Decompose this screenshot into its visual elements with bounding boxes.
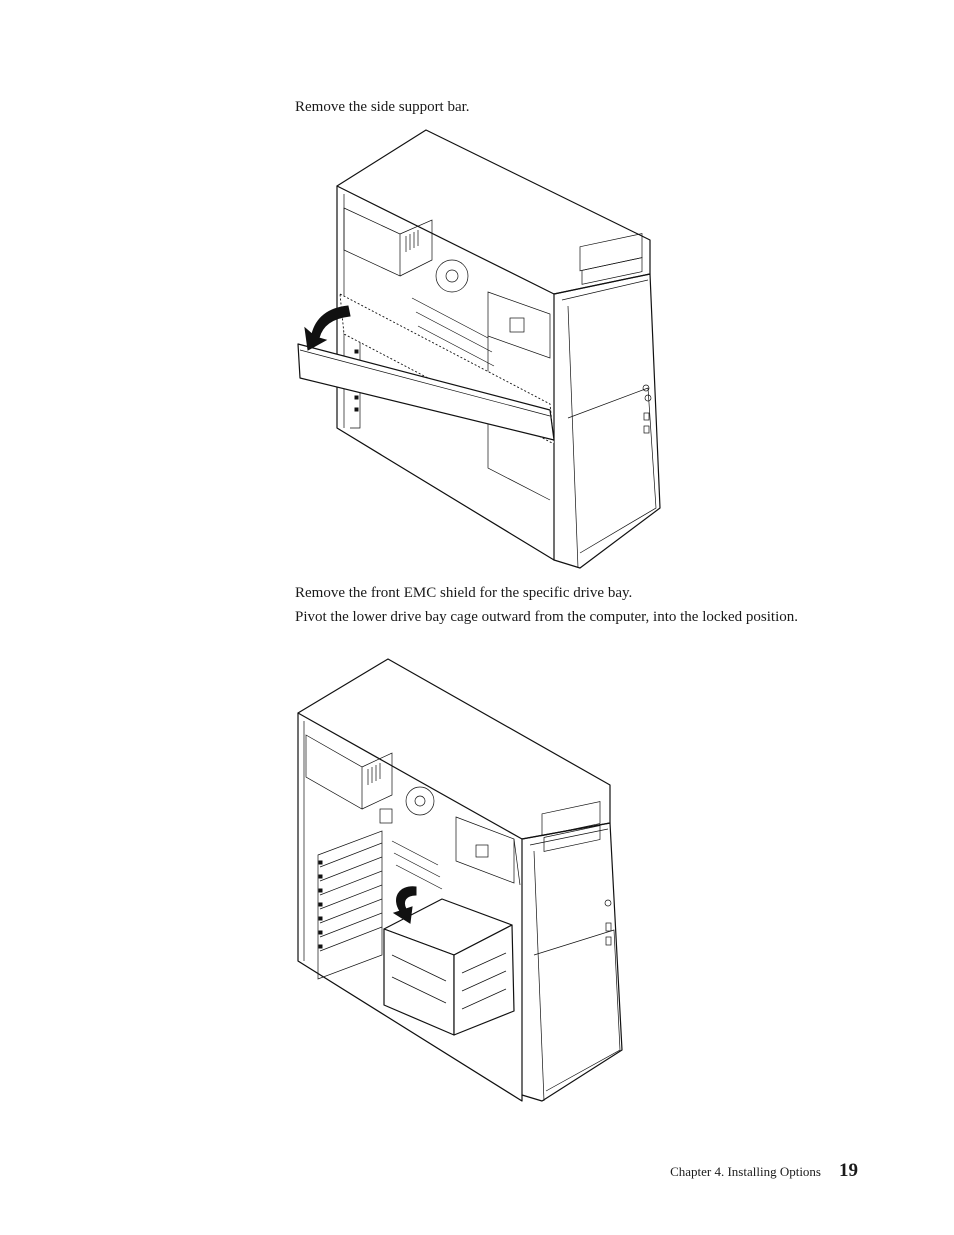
illustration-pivot-drive-bay-cage	[292, 655, 637, 1105]
page-footer: Chapter 4. Installing Options 19	[670, 1160, 858, 1182]
illustration-remove-side-support-bar	[292, 128, 672, 576]
chapter-title: Chapter 4. Installing Options	[670, 1164, 821, 1179]
step-pivot-drive-cage: Pivot the lower drive bay cage outward f…	[295, 609, 799, 625]
computer-side-support-bar-drawing	[297, 129, 661, 569]
page-number: 19	[839, 1160, 858, 1181]
computer-drive-cage-drawing	[297, 658, 623, 1102]
step-remove-emc-shield: Remove the front EMC shield for the spec…	[295, 585, 633, 601]
step-remove-support-bar: Remove the side support bar.	[295, 99, 470, 115]
